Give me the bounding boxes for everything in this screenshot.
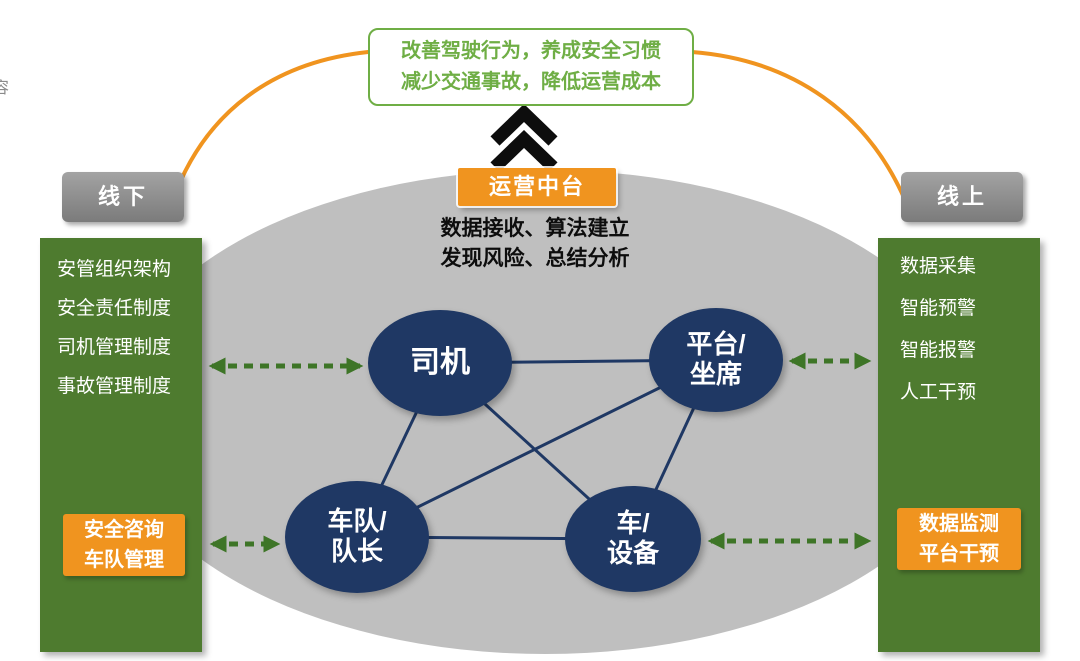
node-fleet-label-line-2: 队长 xyxy=(330,536,383,566)
right-panel-item-3: 智能报警 xyxy=(900,340,977,361)
node-platform-agent: 平台/ 坐席 xyxy=(649,308,783,412)
edge-clipped-text: 容 xyxy=(0,80,10,97)
node-vehicle-label-line-1: 车/ xyxy=(616,508,650,539)
node-platform-label-line-2: 坐席 xyxy=(689,359,742,389)
hub-description-line-2: 发现风险、总结分析 xyxy=(440,247,630,271)
right-panel-items: 数据采集 智能预警 智能报警 人工干预 xyxy=(878,238,1040,414)
left-panel-item-3: 司机管理制度 xyxy=(57,337,172,358)
node-platform-label-line-1: 平台/ xyxy=(686,329,746,360)
right-panel-item-4: 人工干预 xyxy=(900,382,977,403)
tag-offline: 线下 xyxy=(62,172,184,222)
benefit-banner-line-2: 减少交通事故，降低运营成本 xyxy=(401,71,661,93)
orange-curve-right xyxy=(690,50,907,202)
node-fleet-captain: 车队/ 队长 xyxy=(285,481,429,593)
left-panel-item-2: 安全责任制度 xyxy=(57,298,172,319)
left-panel-item-4: 事故管理制度 xyxy=(57,376,172,397)
tag-online: 线上 xyxy=(901,172,1023,222)
up-chevron-icon xyxy=(490,103,558,172)
right-panel: 数据采集 智能预警 智能报警 人工干预 xyxy=(878,238,1040,652)
hub-label: 运营中台 xyxy=(458,168,616,206)
node-fleet-label-line-1: 车队/ xyxy=(327,506,387,537)
left-panel-items: 安管组织架构 安全责任制度 司机管理制度 事故管理制度 xyxy=(40,238,202,406)
right-panel-item-1: 数据采集 xyxy=(900,256,977,277)
left-panel: 安管组织架构 安全责任制度 司机管理制度 事故管理制度 xyxy=(40,238,202,652)
left-panel-badge-line-2: 车队管理 xyxy=(84,549,164,571)
dashed-arrows xyxy=(208,352,872,553)
hub-description: 数据接收、算法建立 发现风险、总结分析 xyxy=(380,214,690,275)
node-driver-label: 司机 xyxy=(410,345,470,379)
hub-description-line-1: 数据接收、算法建立 xyxy=(440,217,630,240)
benefit-banner: 改善驾驶行为，养成安全习惯 减少交通事故，降低运营成本 xyxy=(368,28,694,106)
right-panel-badge: 数据监测 平台干预 xyxy=(897,508,1021,570)
node-driver: 司机 xyxy=(368,310,512,416)
benefit-banner-line-1: 改善驾驶行为，养成安全习惯 xyxy=(401,40,661,62)
orange-curve-left xyxy=(170,50,370,204)
left-panel-badge-line-1: 安全咨询 xyxy=(84,519,164,541)
node-vehicle-device: 车/ 设备 xyxy=(565,486,701,592)
right-panel-badge-line-1: 数据监测 xyxy=(919,513,999,535)
left-panel-badge: 安全咨询 车队管理 xyxy=(63,514,185,576)
right-panel-badge-line-2: 平台干预 xyxy=(919,543,999,565)
left-panel-item-1: 安管组织架构 xyxy=(57,259,172,280)
node-vehicle-label-line-2: 设备 xyxy=(606,538,659,568)
relationship-ellipse xyxy=(112,170,978,654)
right-panel-item-2: 智能预警 xyxy=(900,298,977,319)
